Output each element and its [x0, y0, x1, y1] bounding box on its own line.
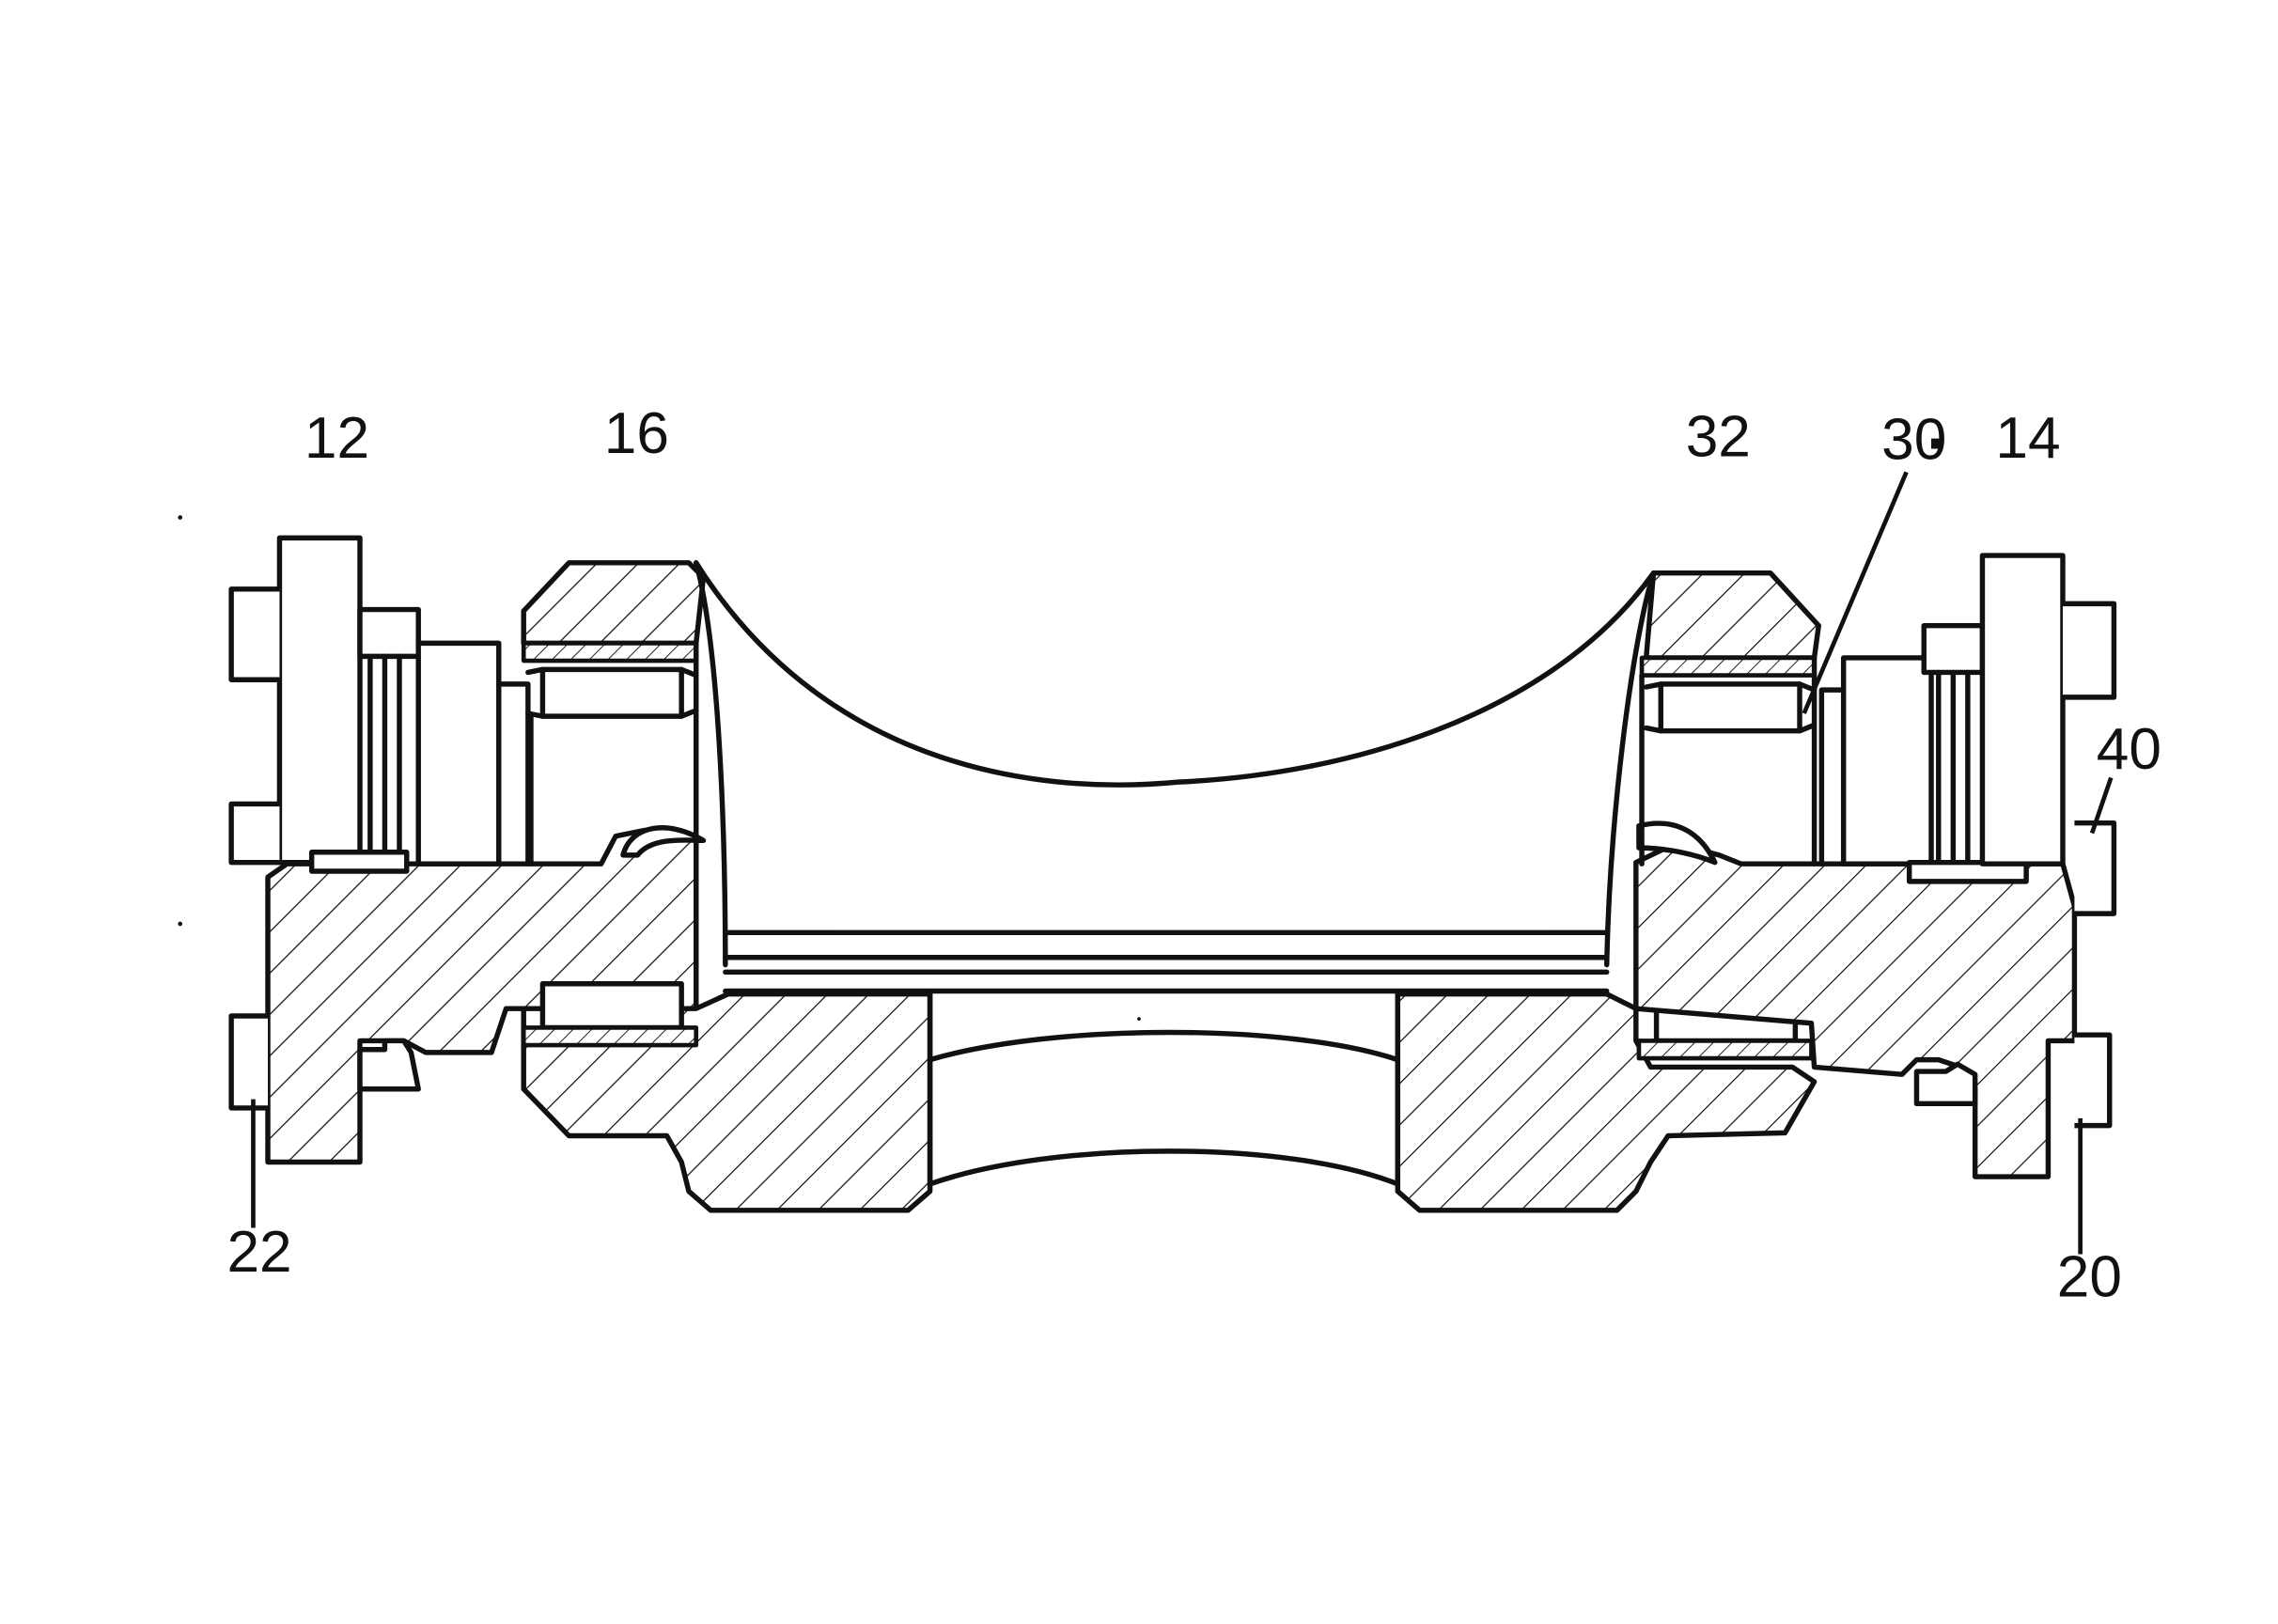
- left-top-roller: [539, 666, 684, 719]
- left-housing-16-cap: [521, 560, 707, 647]
- center-left-wall: [694, 560, 728, 968]
- right-bolt-shank: [1936, 669, 1971, 873]
- right-top-roller-32: [1658, 681, 1802, 734]
- left-bolt-head: [357, 606, 421, 660]
- label-30: 30: [1881, 407, 1946, 472]
- right-bolt-nut: [1906, 859, 2029, 884]
- label-14: 14: [1995, 406, 2060, 471]
- label-32: 32: [1686, 404, 1751, 469]
- left-clamp-low: [228, 1013, 269, 1111]
- right-lower-housing: [1395, 991, 1818, 1213]
- right-bolt-head: [1921, 622, 1986, 676]
- speck: [1137, 1017, 1141, 1021]
- left-housing-bore: [528, 640, 699, 1011]
- left-lower-nut: [357, 1038, 421, 1092]
- center-saddle-curve: [694, 560, 1657, 788]
- speck: [178, 921, 183, 927]
- left-clamp-mid: [228, 801, 280, 866]
- right-spacer-ring: [1840, 655, 1934, 867]
- right-bottom-liner: [1636, 1038, 1814, 1061]
- left-clamp-top: [228, 586, 280, 682]
- label-40: 40: [2097, 717, 2161, 782]
- right-clamp-top: [2062, 601, 2117, 700]
- right-disc-14: [1979, 553, 2066, 867]
- label-30-dot: [1931, 438, 1943, 449]
- leader-30: [1802, 471, 1909, 714]
- right-spacer-step: [1818, 687, 1847, 867]
- right-housing-cap: [1643, 570, 1821, 661]
- label-12: 12: [304, 406, 369, 471]
- right-seal-groove: [1636, 820, 1718, 866]
- right-flange-section: [1633, 840, 2078, 1179]
- left-seal-groove: [620, 825, 707, 858]
- left-flange-section: [265, 827, 699, 1165]
- center-lower-saddle-inner: [927, 1029, 1401, 1063]
- left-top-liner: [521, 641, 699, 664]
- center-shaft-band: [723, 955, 1610, 994]
- speck: [178, 515, 183, 520]
- left-disc-12: [276, 535, 363, 866]
- right-lower-nut: [1913, 1061, 1978, 1107]
- left-top-roller-ends: [525, 666, 699, 719]
- label-22: 22: [226, 1220, 291, 1285]
- center-right-wall: [1603, 570, 1657, 968]
- left-bottom-roller: [539, 981, 684, 1031]
- right-top-liner: [1639, 655, 1817, 678]
- left-bolt-shank: [367, 653, 402, 866]
- right-clamp-low: [2074, 1032, 2113, 1129]
- left-lower-housing: [521, 991, 933, 1213]
- left-spacer-step: [496, 681, 531, 867]
- right-top-roller-ends: [1643, 681, 1818, 734]
- label-16: 16: [604, 401, 669, 466]
- leader-40: [2089, 776, 2114, 835]
- center-lower-saddle: [927, 991, 1401, 1187]
- left-spacer-ring: [415, 640, 502, 867]
- left-bottom-liner: [521, 1025, 699, 1048]
- left-bolt-nut: [308, 850, 410, 874]
- label-20: 20: [2057, 1245, 2122, 1310]
- right-clamp-mid: [2074, 820, 2117, 916]
